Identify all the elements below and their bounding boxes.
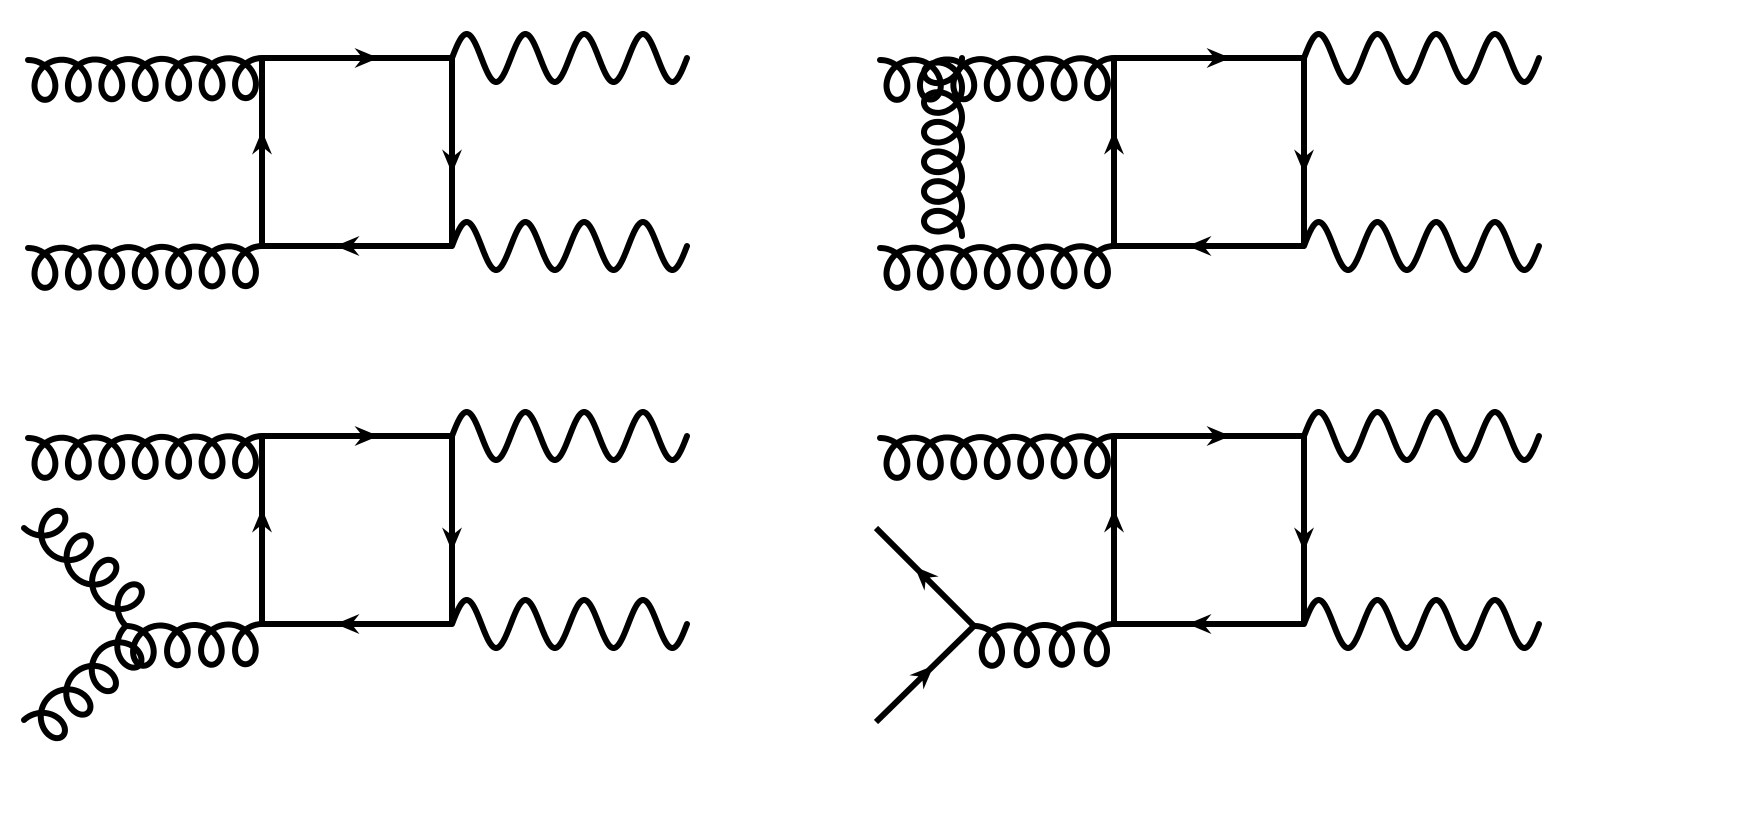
panel-3-incoming-gluon-lower (21, 623, 145, 742)
fermion-arrow-icon (354, 426, 379, 446)
fermion-arrow-icon (1187, 614, 1212, 634)
fermion-arrow-icon (335, 614, 360, 634)
panel-3-outgoing-photon-top (449, 409, 690, 463)
panel-3-internal-gluon (123, 621, 265, 669)
fermion-arrow-icon (442, 527, 462, 552)
panel-4-outgoing-photon-bottom (1301, 597, 1542, 651)
panel-3-outgoing-photon-bottom (449, 597, 690, 651)
fermion-arrow-icon (252, 130, 272, 155)
fermion-arrow-icon (1187, 236, 1212, 256)
fermion-arrow-icon (1104, 130, 1124, 155)
fermion-arrow-icon (1206, 48, 1231, 68)
panel-3-incoming-gluon-upper (21, 507, 145, 629)
fermion-arrow-icon (1206, 426, 1231, 446)
fermion-arrow-icon (909, 665, 934, 690)
fermion-arrow-icon (1104, 508, 1124, 533)
panel-1-incoming-gluon-bottom (25, 243, 265, 291)
panel-3-incoming-gluon-top (25, 433, 265, 481)
fermion-arrow-icon (335, 236, 360, 256)
diagram-panel-1 (25, 31, 690, 291)
panel-4-internal-gluon (971, 621, 1117, 669)
fermion-arrow-icon (914, 566, 939, 591)
diagram-panel-3 (21, 409, 690, 742)
panel-2-outgoing-photon-top (1301, 31, 1542, 85)
panel-2-exchanged-gluon (921, 55, 965, 239)
fermion-arrow-icon (1294, 527, 1314, 552)
panel-1-outgoing-photon-bottom (449, 219, 690, 273)
fermion-arrow-icon (1294, 149, 1314, 174)
diagram-panel-4 (873, 409, 1542, 725)
diagram-panel-2 (877, 31, 1542, 291)
panel-1-outgoing-photon-top (449, 31, 690, 85)
panel-4-incoming-gluon-top (877, 433, 1117, 481)
panel-2-incoming-gluon-bottom (877, 243, 1117, 291)
panel-2-outgoing-photon-bottom (1301, 219, 1542, 273)
panel-2-incoming-gluon-top (877, 55, 1117, 103)
panel-4-outgoing-photon-top (1301, 409, 1542, 463)
panel-1-incoming-gluon-top (25, 55, 265, 103)
fermion-arrow-icon (354, 48, 379, 68)
fermion-arrow-icon (252, 508, 272, 533)
fermion-arrow-icon (442, 149, 462, 174)
